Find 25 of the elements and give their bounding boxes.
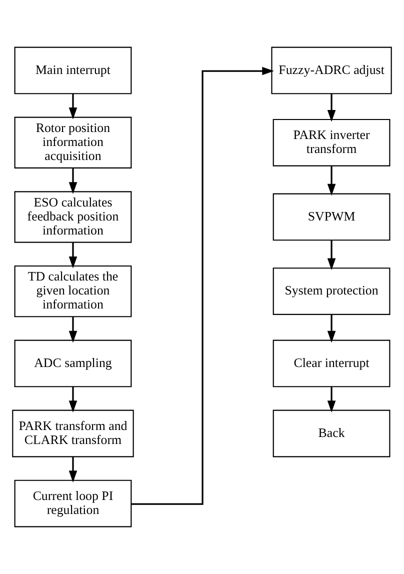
arrow [327, 94, 336, 122]
arrow [327, 166, 336, 196]
arrow [327, 240, 336, 270]
arrow [68, 242, 78, 268]
node-box: PARK transform and CLARK transform [12, 410, 134, 458]
arrow [327, 314, 336, 343]
node-box: SVPWM [272, 193, 390, 241]
node-box: ADC sampling [14, 340, 132, 388]
arrow [68, 386, 78, 412]
node-box: Rotor position information acquisition [14, 116, 132, 168]
arrow [68, 456, 78, 483]
node-box: System protection [272, 268, 390, 315]
node-box: PARK inverter transform [272, 118, 390, 166]
arrow [68, 168, 78, 194]
node-box: Fuzzy-ADRC adjust [271, 46, 392, 94]
arrow [68, 316, 78, 343]
arrow [131, 66, 274, 505]
arrow [327, 386, 336, 412]
node-box: ESO calculates feedback position information [14, 191, 132, 243]
node-box: Current loop PI regulation [14, 480, 132, 528]
arrow [68, 94, 78, 120]
node-box: Clear interrupt [272, 340, 390, 388]
node-box: TD calculates the given location information [14, 265, 132, 318]
node-box: Back [272, 410, 390, 458]
node-box: Main interrupt [14, 46, 132, 94]
